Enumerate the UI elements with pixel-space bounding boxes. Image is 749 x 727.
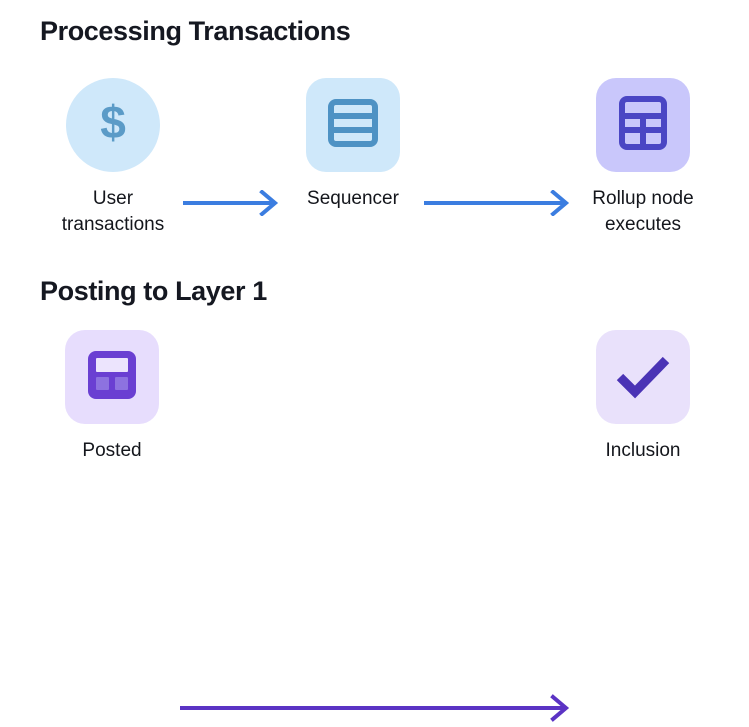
tile-user-transactions: $: [66, 78, 160, 172]
node-label-rollup-node-executes: Rollup node executes: [592, 188, 694, 235]
check-icon: [614, 351, 672, 404]
node-label-inclusion: Inclusion: [605, 440, 681, 461]
node-sequencer: Sequencer: [278, 78, 428, 212]
node-label-sequencer: Sequencer: [307, 188, 399, 209]
svg-text:$: $: [100, 97, 126, 148]
node-posted: Posted: [37, 330, 187, 464]
node-label-user-transactions: User transactions: [61, 188, 165, 235]
data-blob-icon: [85, 348, 139, 407]
diagram-canvas: Processing Transactions $ User transacti…: [0, 16, 749, 722]
arrow-sequencer-to-rollup: [424, 189, 574, 221]
arrow-posted-to-inclusion: [180, 694, 576, 727]
dollar-sign-icon: $: [91, 96, 135, 154]
tile-sequencer: [306, 78, 400, 172]
list-rows-icon: [327, 97, 379, 154]
node-rollup-node-executes: Rollup node executes: [568, 78, 718, 238]
tile-rollup-node: [596, 78, 690, 172]
node-user-transactions: $ User transactions: [38, 78, 188, 238]
heading-processing-transactions: Processing Transactions: [40, 16, 351, 46]
ledger-table-icon: [617, 95, 669, 156]
node-label-posted: Posted: [82, 440, 142, 461]
node-inclusion: Inclusion: [568, 330, 718, 464]
heading-posting-to-layer-1: Posting to Layer 1: [40, 276, 267, 306]
tile-posted: [65, 330, 159, 424]
arrow-user-to-sequencer: [183, 189, 283, 221]
flow-row-processing: $ User transactions: [0, 78, 749, 238]
flow-row-posting: Posted Inclusion: [0, 330, 749, 722]
tile-inclusion: [596, 330, 690, 424]
